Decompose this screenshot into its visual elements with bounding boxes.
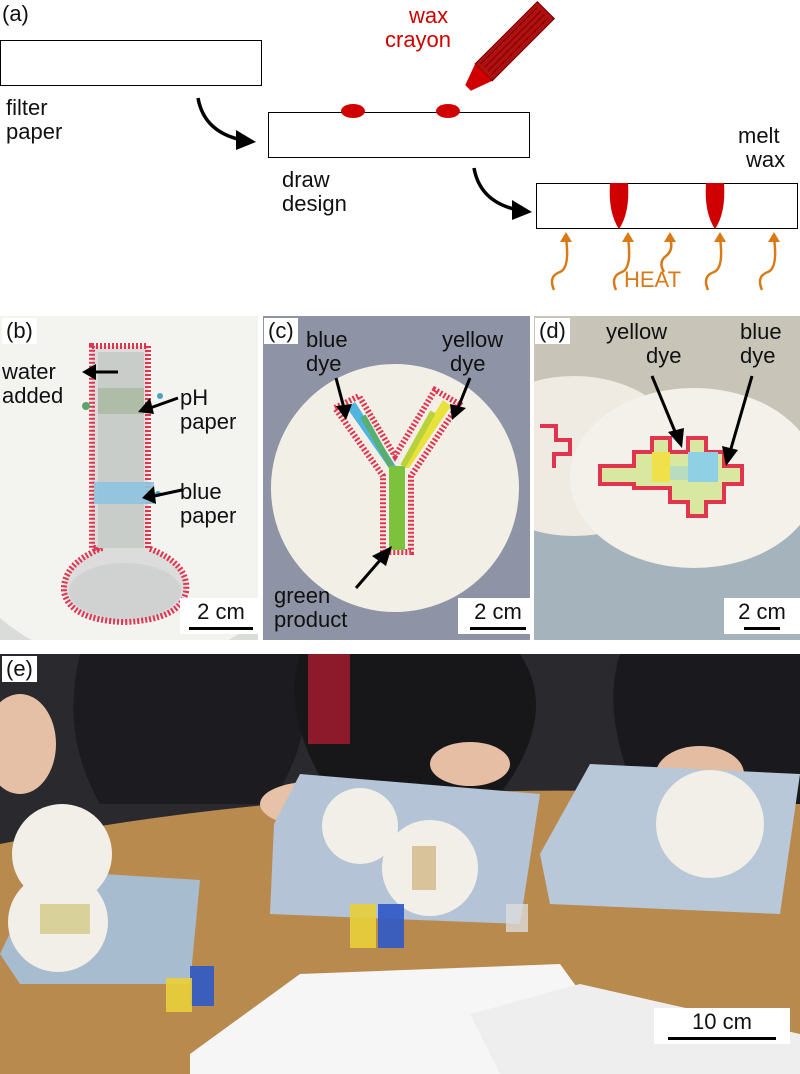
wax-dot — [341, 104, 365, 118]
panel-d-yellow-dye-label: yellow dye — [606, 319, 682, 368]
heat-arrows-icon — [550, 232, 780, 291]
panel-b-tag: (b) — [2, 318, 37, 344]
filter-paper-strip — [0, 40, 262, 86]
panel-c-scale-bar: 2 cm — [458, 598, 538, 634]
curved-arrow-icon — [196, 97, 256, 150]
design-paper-strip — [268, 112, 530, 158]
filter-paper-label: filter paper — [6, 95, 63, 144]
draw-design-label: draw design — [282, 167, 347, 216]
blue-paper-label: blue paper — [180, 479, 237, 528]
panel-b-photo — [0, 316, 258, 640]
arrow-icon — [722, 375, 754, 466]
panel-e-photo — [0, 654, 800, 1074]
panel-e-tag: (e) — [2, 656, 37, 682]
arrow-icon — [450, 377, 472, 420]
panel-e-scale-bar: 10 cm — [654, 1008, 790, 1044]
wax-crayon-label: wax crayon — [385, 3, 452, 52]
panel-a-tag: (a) — [2, 1, 29, 26]
wax-crayon-icon — [465, 0, 556, 91]
arrow-icon — [82, 364, 118, 380]
water-added-label: water added — [2, 359, 64, 408]
green-product-label: green product — [274, 583, 348, 632]
panel-c-blue-dye-label: blue dye — [306, 327, 348, 376]
arrow-icon — [650, 375, 684, 448]
ph-paper-label: pH paper — [180, 385, 237, 434]
panel-c-tag: (c) — [264, 318, 298, 344]
arrow-icon — [138, 396, 179, 414]
melted-wax-drop — [609, 183, 629, 229]
panel-c-yellow-dye-label: yellow dye — [442, 327, 504, 376]
panel-d-blue-dye-label: blue dye — [740, 319, 782, 368]
arrow-icon — [142, 486, 183, 504]
panel-d-scale-bar: 2 cm — [724, 598, 800, 634]
melted-paper-strip — [536, 183, 798, 229]
panel-c-photo — [263, 316, 530, 640]
arrow-icon — [334, 377, 352, 420]
panel-b-scale-bar: 2 cm — [180, 598, 262, 634]
arrow-icon — [354, 546, 392, 589]
curved-arrow-icon — [472, 167, 532, 220]
melted-wax-drop — [705, 183, 725, 229]
heat-label: HEAT — [624, 267, 682, 292]
wax-dot — [436, 104, 460, 118]
melt-wax-label: melt wax — [738, 123, 786, 172]
panel-d-tag: (d) — [535, 318, 570, 344]
